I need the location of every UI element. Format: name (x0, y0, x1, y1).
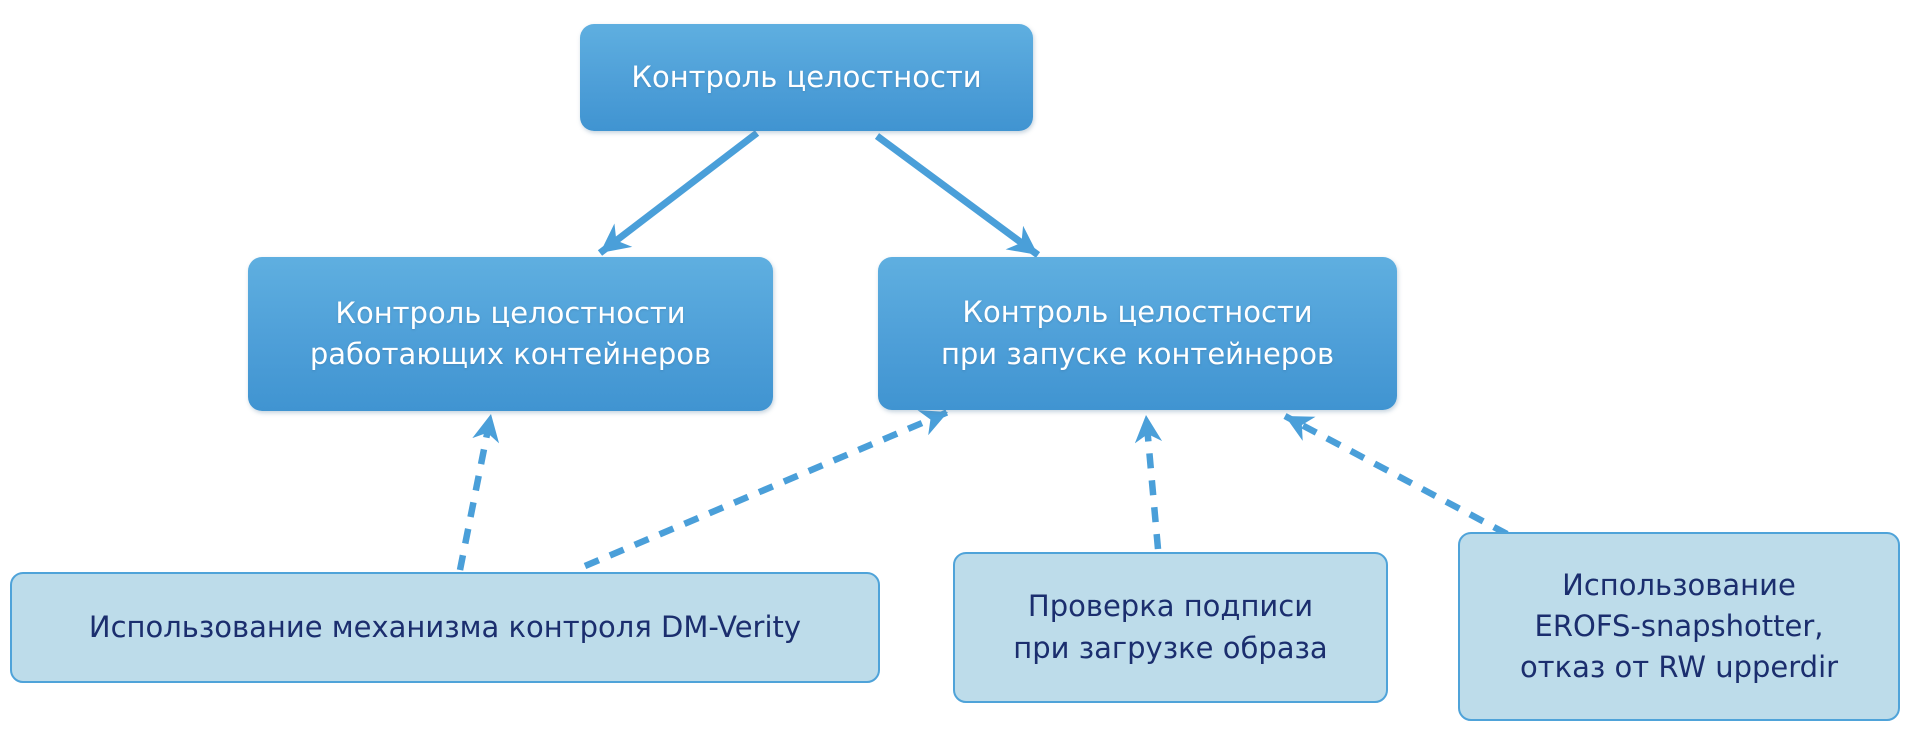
edge-root-running (597, 130, 760, 256)
node-running-containers-integrity-label: Контроль целостности работающих контейне… (309, 295, 712, 371)
node-dm-verity-mechanism: Использование механизма контроля DM-Veri… (10, 572, 880, 683)
node-signature-check: Проверка подписи при загрузке образа (953, 552, 1388, 703)
node-signature-check-label: Проверка подписи при загрузке образа (1013, 589, 1328, 665)
edge-dm-verity-startup (583, 409, 950, 569)
node-startup-containers-integrity-label: Контроль целостности при запуске контейн… (940, 295, 1335, 371)
node-dm-verity-mechanism-label: Использование механизма контроля DM-Veri… (88, 609, 802, 644)
edge-dm-verity-running (456, 413, 500, 571)
node-integrity-control: Контроль целостности (580, 24, 1033, 131)
node-erofs-snapshotter: Использование EROFS-snapshotter, отказ о… (1458, 532, 1900, 721)
node-startup-containers-integrity: Контроль целостности при запуске контейн… (878, 257, 1397, 410)
edge-root-startup (874, 133, 1041, 258)
edge-signature-startup (1134, 414, 1163, 550)
node-integrity-control-label: Контроль целостности (631, 59, 982, 94)
node-running-containers-integrity: Контроль целостности работающих контейне… (248, 257, 773, 411)
edge-erofs-startup (1283, 413, 1509, 537)
node-erofs-snapshotter-label: Использование EROFS-snapshotter, отказ о… (1519, 567, 1839, 685)
